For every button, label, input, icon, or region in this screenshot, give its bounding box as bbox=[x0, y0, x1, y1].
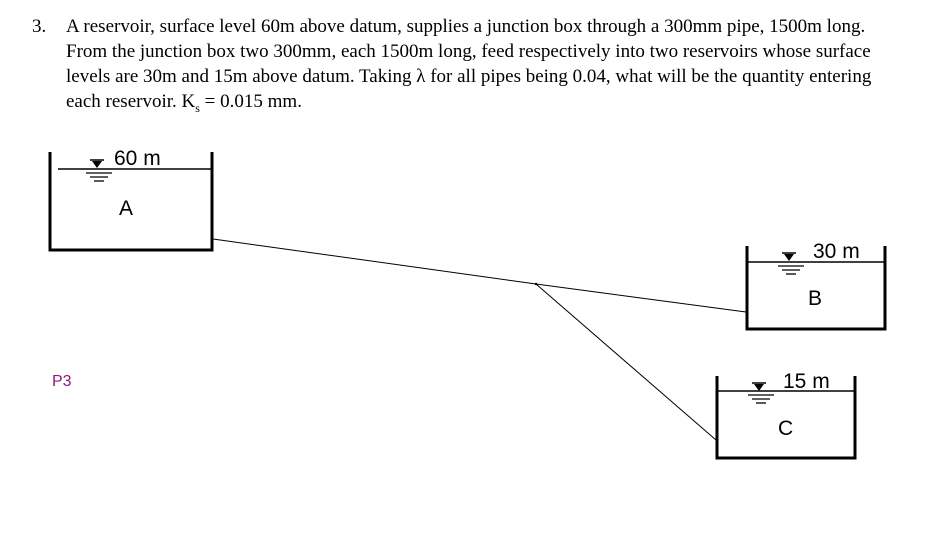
roughness-subscript: s bbox=[195, 100, 200, 115]
problem-text-main: A reservoir, surface level 60m above dat… bbox=[66, 16, 872, 112]
reservoir-c bbox=[715, 376, 857, 460]
water-level-symbol-a bbox=[86, 159, 112, 182]
level-label-c: 15 m bbox=[783, 370, 830, 393]
problem-text: A reservoir, surface level 60m above dat… bbox=[66, 14, 906, 114]
water-level-symbol-b bbox=[778, 252, 804, 275]
problem-text-end: = 0.015 mm. bbox=[199, 91, 302, 112]
reservoir-label-c: C bbox=[778, 417, 793, 440]
junction-box bbox=[534, 282, 538, 286]
reservoir-label-b: B bbox=[808, 287, 822, 310]
figure-tag: P3 bbox=[52, 373, 72, 390]
pipe-a-to-junction bbox=[212, 238, 537, 285]
pipe-junction-to-c bbox=[535, 283, 717, 441]
problem-number: 3. bbox=[32, 16, 47, 37]
level-label-b: 30 m bbox=[813, 240, 860, 263]
reservoir-a bbox=[48, 152, 214, 252]
level-label-a: 60 m bbox=[114, 147, 161, 170]
reservoir-b bbox=[745, 246, 887, 331]
water-level-symbol-c bbox=[748, 382, 774, 404]
reservoir-label-a: A bbox=[119, 197, 133, 220]
pipe-junction-to-b bbox=[535, 283, 747, 313]
